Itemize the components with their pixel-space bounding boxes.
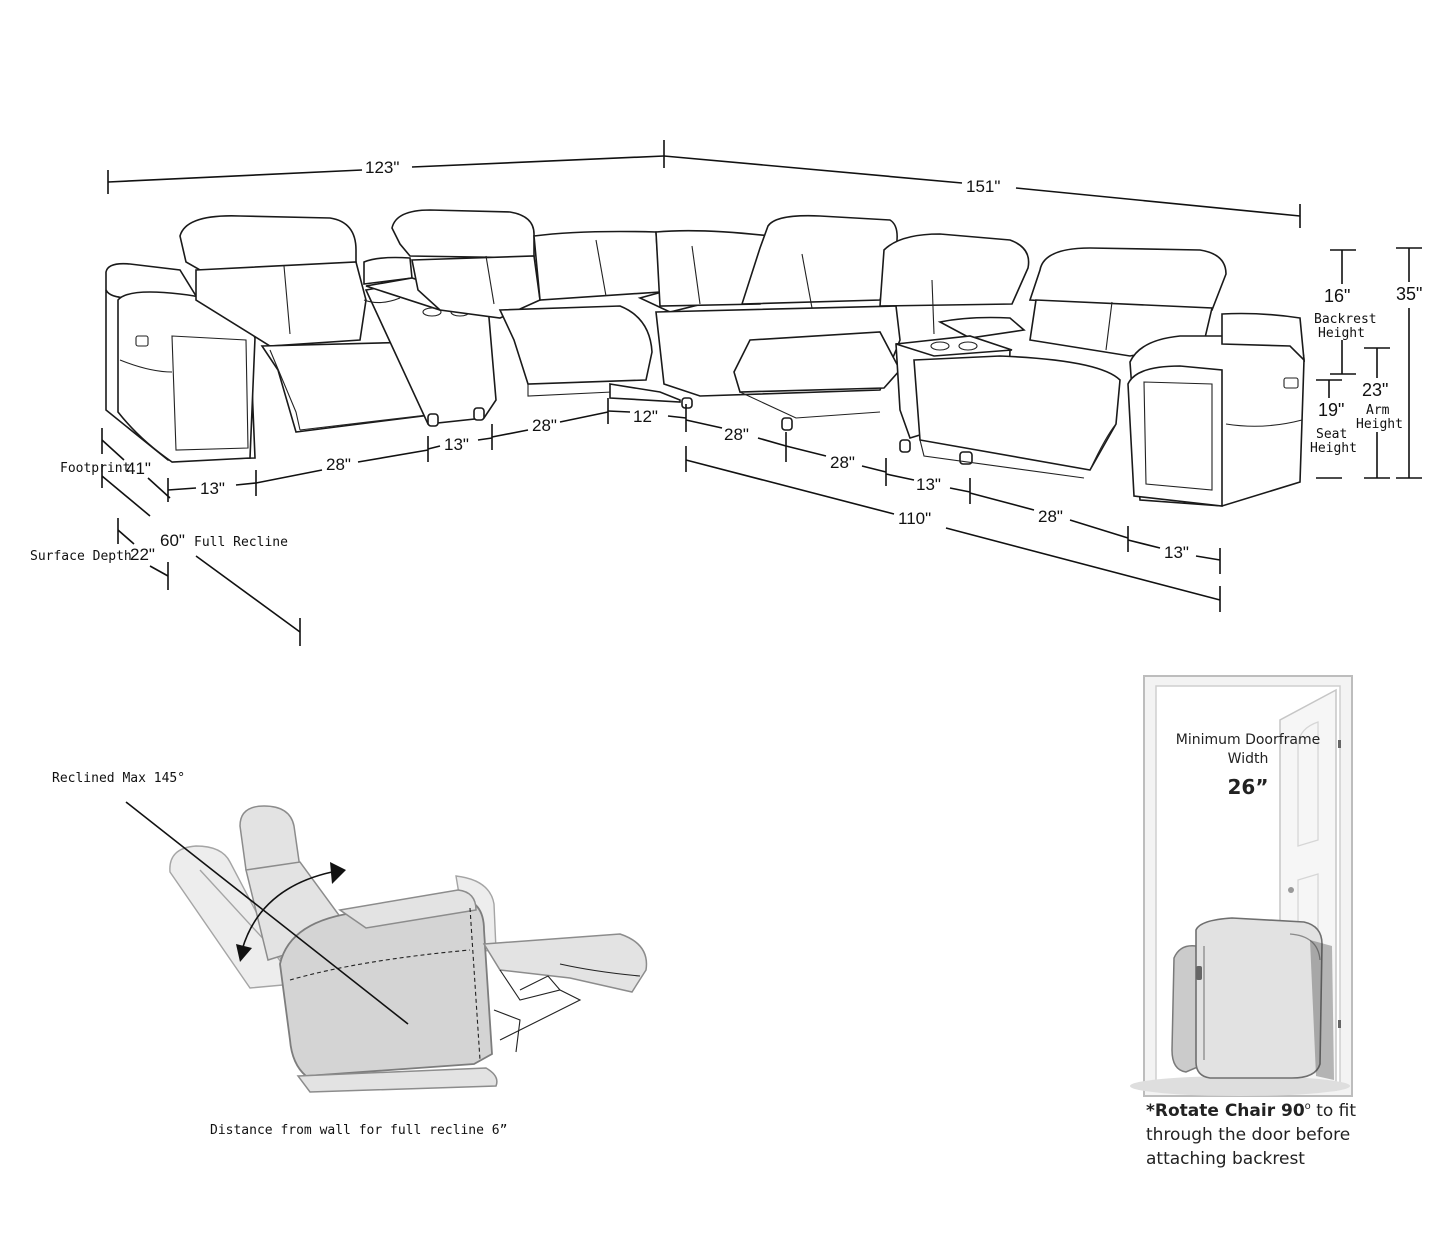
dimension-lines [101,140,1422,646]
door-note-bold: *Rotate Chair 90 [1146,1101,1305,1121]
front-left-4: 28" [532,416,557,435]
front-dimension-labels: 41" 60" 22" 13" 28" 13" 28" 12" 28" 28" … [126,407,1189,564]
dim-right-overall: 110" [898,509,931,528]
door-note-rest: to fit [1311,1101,1357,1121]
wall-distance-note: Distance from wall for full recline 6” [210,1123,507,1138]
arm-label-1: Arm [1366,403,1390,418]
front-right-5: 13" [1164,543,1189,562]
full-recline-value: 60" [160,531,185,550]
backrest-label-1: Backrest [1314,312,1377,327]
arm-label-2: Height [1356,417,1403,432]
surface-depth-label: Surface Depth [30,549,132,564]
surface-depth-value: 22" [130,545,155,564]
footprint-label: Footprint [60,461,130,476]
door-frame-drawing [1130,675,1353,1097]
front-right-2: 28" [830,453,855,472]
front-left-1: 13" [200,479,225,498]
door-labels: Minimum Doorframe Width 26” [1176,732,1321,799]
seat-label-1: Seat [1316,427,1347,442]
dim-seat-value: 19" [1318,400,1344,420]
dim-arm-value: 23" [1362,380,1388,400]
power-button-icon [135,335,149,347]
front-left-2: 28" [326,455,351,474]
dimension-mono-labels: Backrest Height Arm Height Seat Height F… [30,312,1403,564]
cup-holder-icon [422,307,442,317]
door-note-line-3: attaching backrest [1146,1149,1305,1169]
recline-max-label: Reclined Max 145° [52,771,185,786]
front-left-3: 13" [444,435,469,454]
doorframe-title-1: Minimum Doorframe [1176,732,1321,748]
dim-top-right: 151" [966,177,1000,196]
dim-total-height: 35" [1396,284,1422,304]
dimension-labels: 123" 151" 16" 35" 23" 19" [365,158,1422,420]
front-right-1: 28" [724,425,749,444]
door-note: *Rotate Chair 90o to fit through the doo… [1146,1101,1356,1169]
door-note-line-2: through the door before [1146,1125,1350,1145]
doorframe-width-value: 26” [1228,775,1269,799]
svg-text:*Rotate Chair 90o to fit: *Rotate Chair 90o to fit [1146,1101,1356,1121]
door-note-degree: o [1305,1101,1311,1112]
doorframe-title-2: Width [1228,751,1269,767]
front-right-4: 28" [1038,507,1063,526]
sectional-sofa-drawing [105,209,1306,507]
footprint-value: 41" [126,459,151,478]
front-left-5: 12" [633,407,658,426]
recliner-labels: Reclined Max 145° Distance from wall for… [52,771,507,1138]
front-right-3: 13" [916,475,941,494]
seat-label-2: Height [1310,441,1357,456]
dim-backrest-value: 16" [1324,286,1350,306]
backrest-label-2: Height [1318,326,1365,341]
dim-top-left: 123" [365,158,399,177]
recliner-drawing [125,801,648,1093]
full-recline-label: Full Recline [194,535,288,550]
